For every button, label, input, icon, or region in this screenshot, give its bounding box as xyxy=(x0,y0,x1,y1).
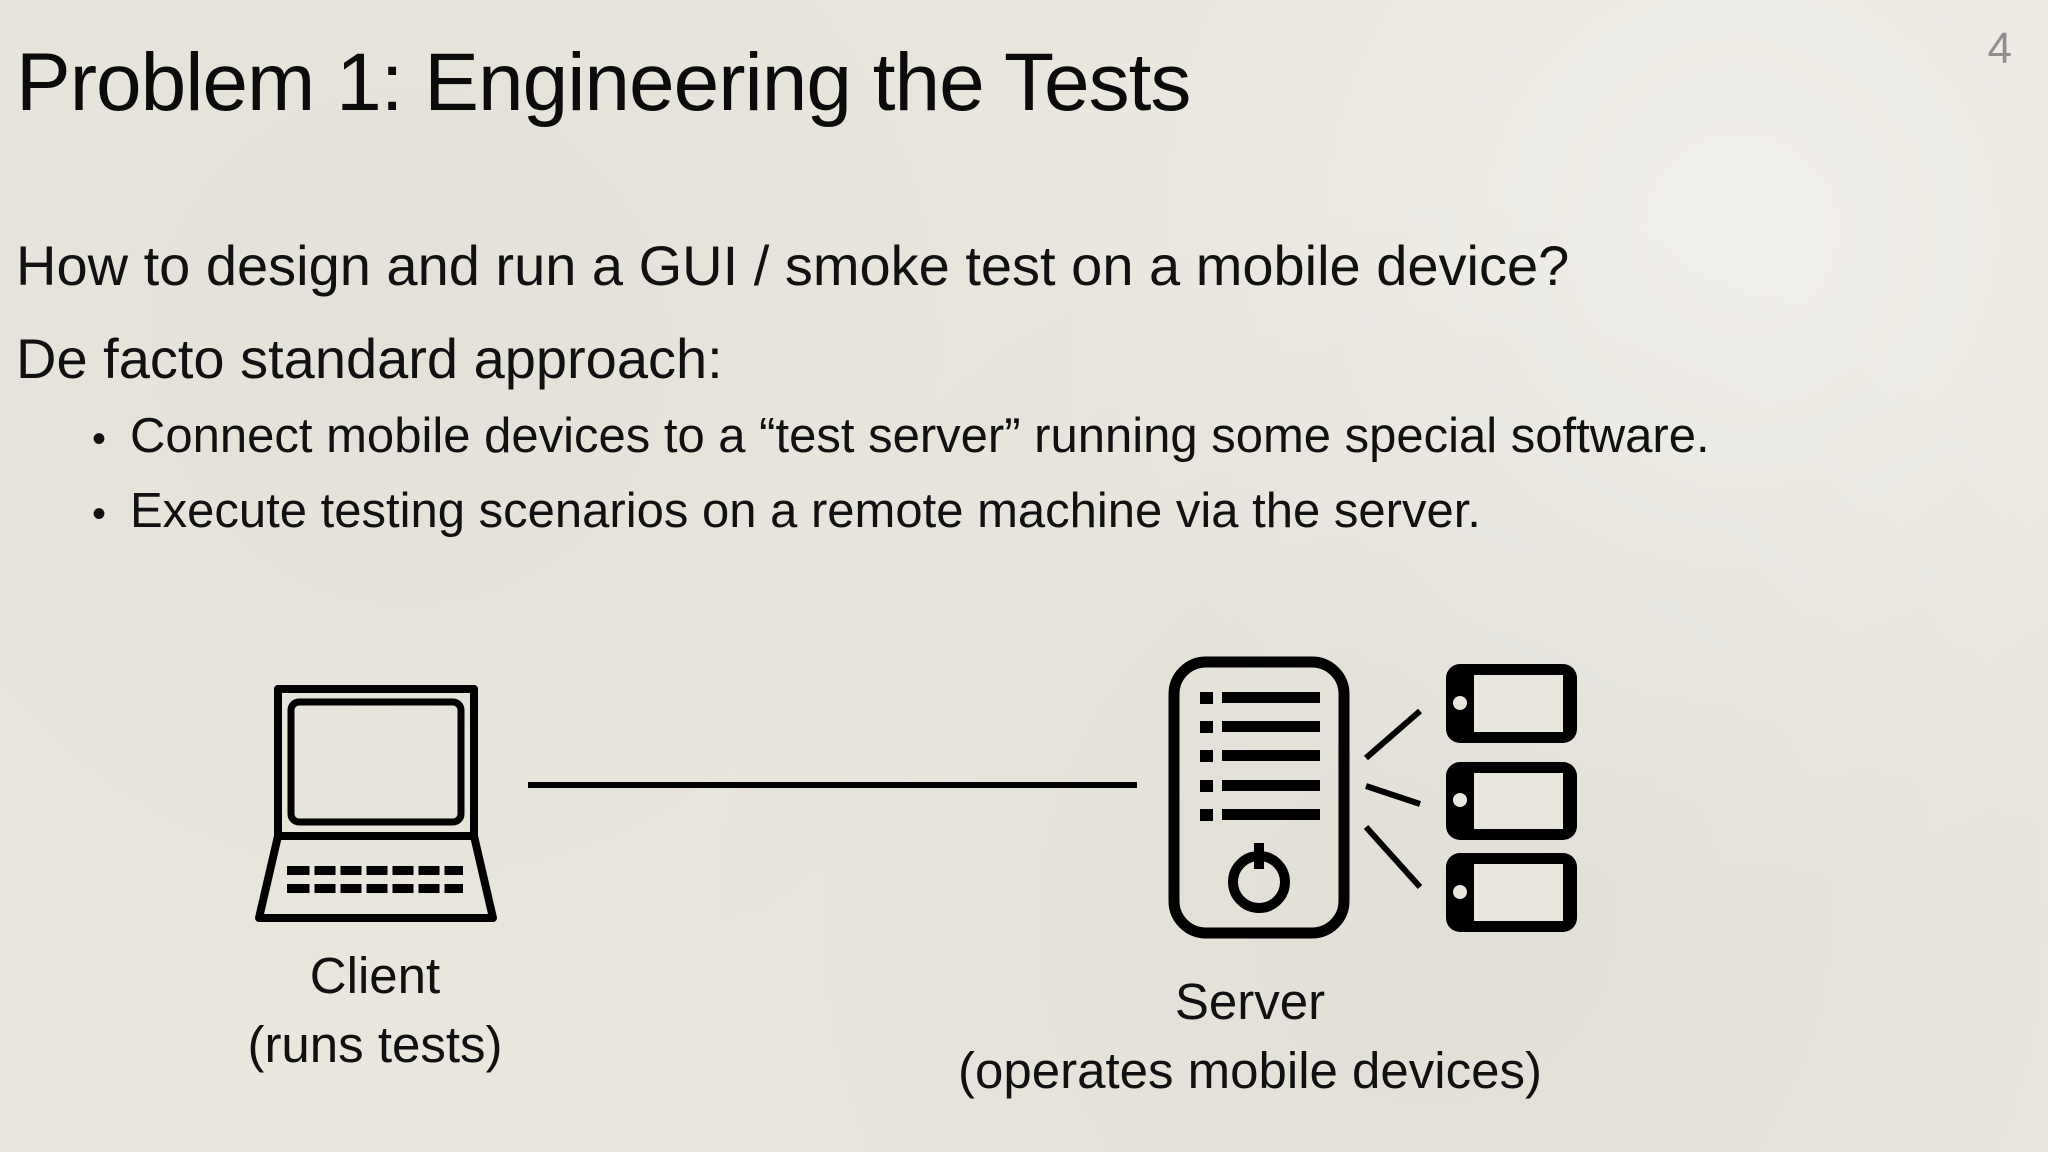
bullet-text: Execute testing scenarios on a remote ma… xyxy=(130,483,1481,538)
question-text: How to design and run a GUI / smoke test… xyxy=(16,234,1570,297)
client-sublabel: (runs tests) xyxy=(247,1015,503,1073)
bullet-item: • Connect mobile devices to a “test serv… xyxy=(92,410,1710,463)
server-sublabel: (operates mobile devices) xyxy=(958,1041,1542,1099)
approach-heading: De facto standard approach: xyxy=(16,327,723,390)
smartphone-icon xyxy=(1446,664,1577,743)
approach-bullets: • Connect mobile devices to a “test serv… xyxy=(92,410,1710,560)
smartphone-icon xyxy=(1446,762,1577,840)
bullet-dot: • xyxy=(92,491,107,536)
bullet-dot: • xyxy=(92,417,107,461)
slide-number: 4 xyxy=(1987,24,2012,73)
server-caption: Server (operates mobile devices) xyxy=(900,968,1600,1106)
bullet-item: • Execute testing scenarios on a remote … xyxy=(92,483,1710,538)
bullet-text: Connect mobile devices to a “test server… xyxy=(130,409,1710,463)
client-label: Client xyxy=(309,947,441,1004)
slide-title: Problem 1: Engineering the Tests xyxy=(16,37,1191,128)
client-caption: Client (runs tests) xyxy=(225,942,525,1080)
device-connectors xyxy=(1363,708,1423,890)
smartphone-icon xyxy=(1446,853,1577,932)
server-tower-icon xyxy=(1168,656,1350,939)
server-label: Server xyxy=(1174,973,1326,1030)
laptop-icon xyxy=(255,685,497,922)
